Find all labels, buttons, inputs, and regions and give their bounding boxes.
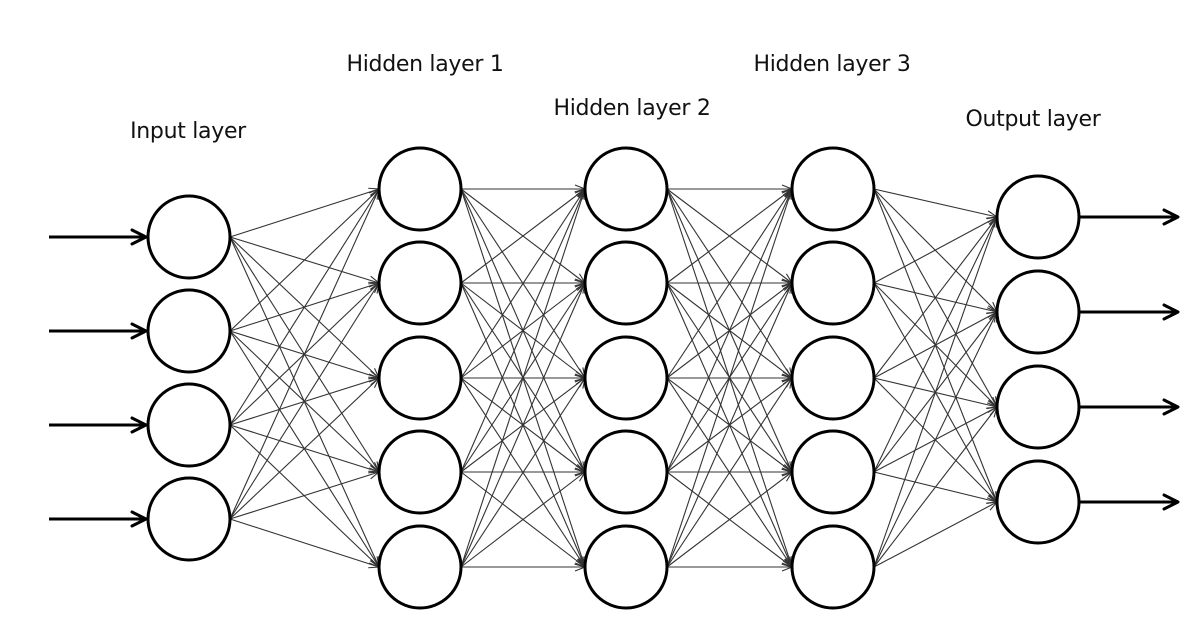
neuron-hidden3-3 xyxy=(790,335,876,421)
connection-input-4-to-hidden1-1 xyxy=(229,189,379,520)
neuron-hidden3-4 xyxy=(790,429,876,515)
neuron-hidden2-5 xyxy=(583,524,669,610)
neuron-output-1 xyxy=(995,174,1081,260)
neuron-hidden1-3 xyxy=(377,335,463,421)
connection-hidden3-5-to-output-1 xyxy=(873,217,997,568)
neuron-hidden2-1 xyxy=(583,146,669,232)
neuron-input-4 xyxy=(146,476,232,562)
connection-hidden2-2-to-hidden3-1 xyxy=(666,189,792,284)
connection-input-4-to-hidden1-4 xyxy=(229,472,379,520)
connection-input-2-to-hidden1-1 xyxy=(229,189,379,332)
connection-hidden3-5-to-output-3 xyxy=(873,407,997,568)
neuron-hidden2-3 xyxy=(583,335,669,421)
connection-hidden2-4-to-hidden3-1 xyxy=(666,189,792,473)
neuron-hidden3-5 xyxy=(790,524,876,610)
neuron-hidden1-4 xyxy=(377,429,463,515)
connection-hidden1-5-to-hidden2-2 xyxy=(460,283,585,568)
connections xyxy=(229,188,997,568)
layer-label-output: Output layer xyxy=(965,107,1101,132)
connection-hidden3-1-to-output-1 xyxy=(873,188,997,217)
neuron-output-4 xyxy=(995,459,1081,545)
neuron-hidden3-1 xyxy=(790,146,876,232)
connection-hidden2-3-to-hidden3-1 xyxy=(666,189,792,379)
connection-input-4-to-hidden1-3 xyxy=(229,378,379,520)
neuron-input-3 xyxy=(146,382,232,468)
io-arrows xyxy=(49,208,1180,528)
connection-hidden1-5-to-hidden2-3 xyxy=(460,378,585,568)
layer-label-hidden1: Hidden layer 1 xyxy=(346,52,504,77)
connection-hidden3-4-to-output-1 xyxy=(873,217,997,473)
neuron-hidden3-2 xyxy=(790,240,876,326)
connection-hidden1-5-to-hidden2-4 xyxy=(460,472,585,568)
neuron-output-2 xyxy=(995,269,1081,355)
connection-input-4-to-hidden1-5 xyxy=(229,518,379,567)
connection-hidden3-3-to-output-1 xyxy=(873,217,997,379)
connection-hidden3-2-to-output-1 xyxy=(873,217,997,284)
neuron-input-1 xyxy=(146,194,232,280)
neuron-hidden1-1 xyxy=(377,146,463,232)
connection-hidden1-5-to-hidden2-1 xyxy=(460,189,585,568)
neuron-hidden1-5 xyxy=(377,524,463,610)
connection-hidden2-5-to-hidden3-4 xyxy=(666,472,792,568)
connection-hidden1-4-to-hidden2-1 xyxy=(460,189,585,473)
layer-label-hidden3: Hidden layer 3 xyxy=(753,52,911,77)
connection-input-4-to-hidden1-2 xyxy=(229,283,379,520)
connection-hidden2-5-to-hidden3-2 xyxy=(666,283,792,568)
connection-hidden3-5-to-output-2 xyxy=(873,312,997,568)
connection-hidden2-5-to-hidden3-1 xyxy=(666,189,792,568)
neuron-hidden2-4 xyxy=(583,429,669,515)
connection-input-1-to-hidden1-1 xyxy=(229,189,379,238)
neuron-output-3 xyxy=(995,364,1081,450)
layer-label-hidden2: Hidden layer 2 xyxy=(553,96,711,121)
connection-hidden1-3-to-hidden2-1 xyxy=(460,189,585,379)
connection-hidden3-5-to-output-4 xyxy=(873,502,997,568)
layer-label-input: Input layer xyxy=(130,119,246,144)
neuron-hidden1-2 xyxy=(377,240,463,326)
neuron-input-2 xyxy=(146,288,232,374)
neurons xyxy=(146,146,1081,610)
connection-hidden1-2-to-hidden2-1 xyxy=(460,189,585,284)
neuron-hidden2-2 xyxy=(583,240,669,326)
connection-input-3-to-hidden1-1 xyxy=(229,189,379,426)
connection-hidden2-5-to-hidden3-3 xyxy=(666,378,792,568)
